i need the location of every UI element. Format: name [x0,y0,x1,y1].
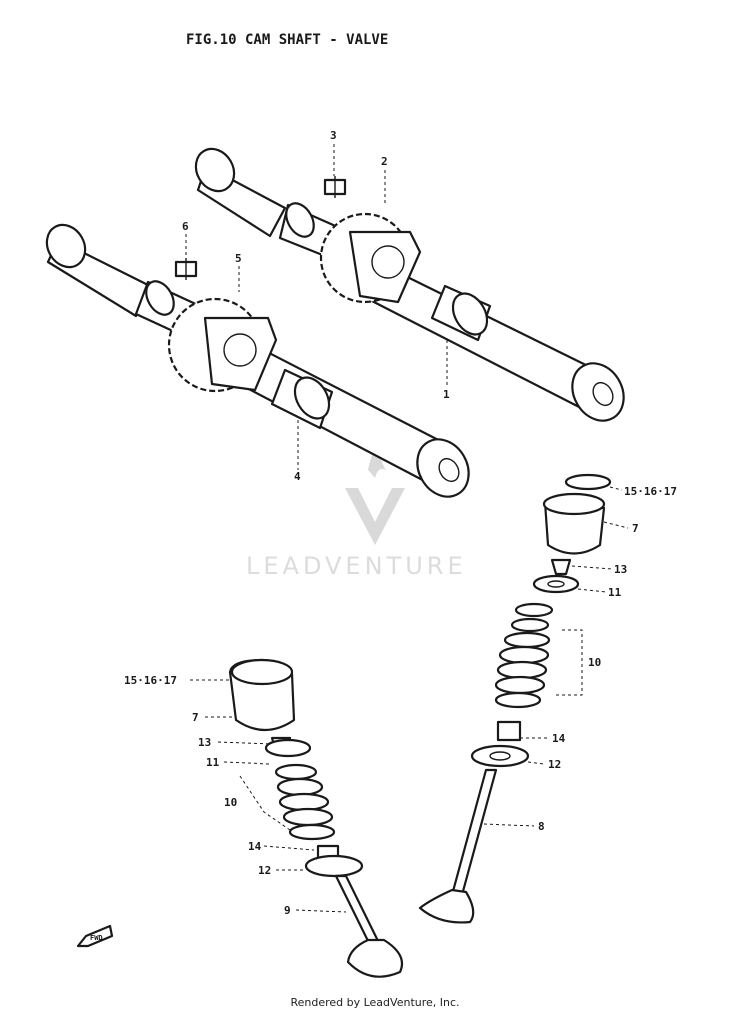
valve-shim-right [564,473,612,491]
cotter-right [550,558,572,576]
callout-left-7: 7 [192,711,199,724]
callout-right-11: 11 [608,586,622,599]
callout-right-10: 10 [588,656,601,669]
footer-credit: Rendered by LeadVenture, Inc. [290,996,460,1009]
valve-intake-left [334,874,404,978]
callout-right-7: 7 [632,522,639,535]
callout-right-8: 8 [538,820,545,833]
valve-spring-right [494,602,554,709]
retainer-left [264,738,312,758]
front-marker-label: FWD [90,934,103,942]
spring-seat-left [304,854,364,878]
spring-seat-right [470,744,530,768]
valve-seal-right [496,720,522,742]
leader-lines [185,144,629,913]
watermark-logo [345,440,405,545]
retainer-right [532,574,580,594]
callout-left-13: 13 [198,736,211,749]
callout-5: 5 [235,252,242,265]
camshaft-lower [45,223,470,498]
bolt-upper [323,176,347,198]
valve-spring-left [274,763,336,841]
callout-left-9: 9 [284,904,291,917]
tappet-left [228,658,296,731]
callout-left-14: 14 [248,840,262,853]
callout-3: 3 [330,129,337,142]
figure-title: FIG.10 CAM SHAFT - VALVE [186,32,388,48]
valve-exhaust-right [418,768,498,924]
cam-sprocket-lower [167,297,278,393]
callout-right-15-16-17: 15·16·17 [624,485,677,498]
watermark-text: LEADVENTURE [246,552,467,580]
callout-left-12: 12 [258,864,271,877]
callout-1: 1 [443,388,450,401]
callout-4: 4 [294,470,301,483]
callout-left-11: 11 [206,756,220,769]
callout-right-14: 14 [552,732,566,745]
callout-right-13: 13 [614,563,627,576]
tappet-right [542,492,606,555]
cam-sprocket-upper [319,212,422,304]
callout-2: 2 [381,155,388,168]
callout-right-12: 12 [548,758,561,771]
front-direction-marker: FWD [76,924,114,948]
bolt-lower [174,258,198,280]
callout-left-10: 10 [224,796,237,809]
callout-left-15-16-17: 15·16·17 [124,674,177,687]
callout-6: 6 [182,220,189,233]
